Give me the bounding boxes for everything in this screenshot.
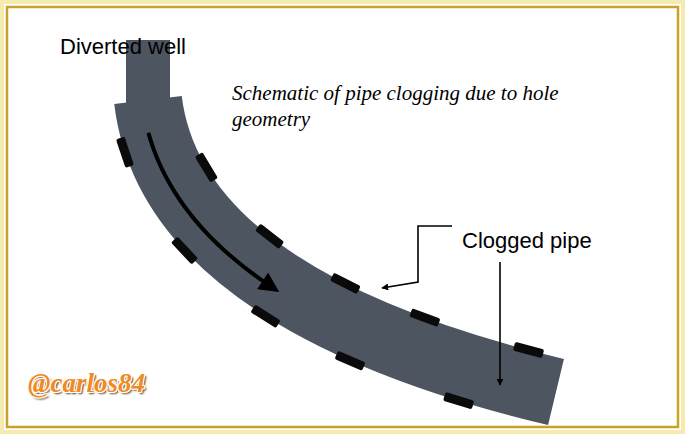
clog-pad bbox=[171, 236, 198, 264]
leader-line bbox=[499, 262, 501, 385]
callout-label: Clogged pipe bbox=[462, 228, 592, 254]
clog-pad bbox=[255, 224, 284, 250]
flow-arrow bbox=[148, 133, 276, 290]
watermark: @carlos84 bbox=[28, 368, 145, 399]
diagram-title: Schematic of pipe clogging due to hole g… bbox=[232, 80, 622, 132]
callout-label: Diverted well bbox=[60, 34, 186, 60]
clog-pad bbox=[409, 308, 440, 327]
leader-line bbox=[382, 226, 452, 288]
inner-frame bbox=[7, 7, 678, 427]
clog-pad bbox=[335, 351, 366, 371]
clog-pad bbox=[443, 392, 474, 409]
clog-pad bbox=[195, 152, 218, 182]
clog-pad bbox=[250, 305, 280, 329]
clog-pad bbox=[116, 137, 134, 168]
clog-pad bbox=[513, 342, 544, 358]
clog-pads bbox=[116, 137, 544, 410]
clog-pad bbox=[330, 273, 361, 295]
